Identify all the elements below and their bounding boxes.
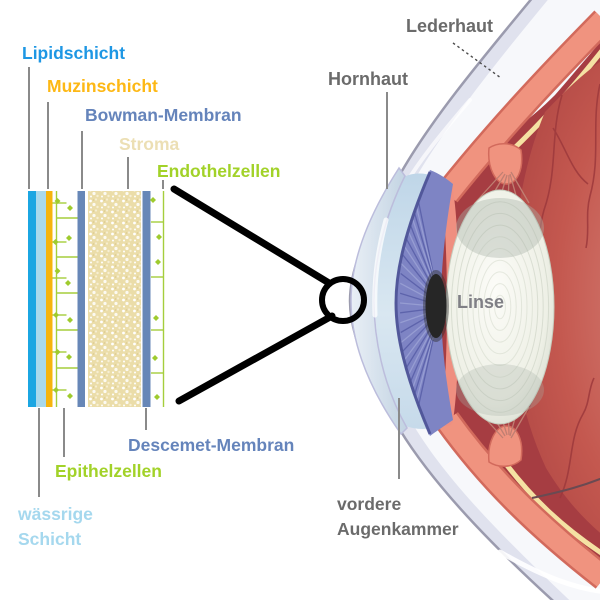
eye-illustration: [348, 0, 600, 600]
iris-shape: [394, 170, 453, 436]
label-lipidschicht: Lipidschicht: [22, 43, 126, 63]
magnifier-indicator: [170, 185, 367, 405]
leader-lines: [28, 67, 400, 497]
label-epithelzellen: Epithelzellen: [55, 461, 162, 481]
epithelium-cells: [52, 191, 78, 407]
label-hornhaut: Hornhaut: [328, 69, 408, 89]
aqueous-layer-stripe: [36, 191, 46, 407]
lens-shape: [445, 189, 555, 425]
descemet-membrane-stripe: [142, 191, 151, 407]
lederhaut-leader-line: [452, 42, 502, 79]
label-linse: Linse: [457, 292, 505, 312]
stroma-region: [88, 191, 141, 407]
label-stroma: Stroma: [119, 134, 180, 154]
magnifier-circle: [319, 276, 367, 324]
vitreous-shape: [511, 61, 600, 533]
pupil-shape: [423, 270, 449, 342]
anterior-chamber-shape: [375, 173, 432, 429]
label-waessrige-schicht: wässrige Schicht: [18, 504, 93, 550]
label-endothelzellen: Endothelzellen: [157, 161, 281, 181]
choroid-shape: [436, 10, 600, 589]
endothelium-nuclei: [150, 197, 162, 400]
label-vordere-augenkammer: vordere Augenkammer: [337, 494, 459, 540]
bowman-membrane-stripe: [77, 191, 85, 407]
cornea-shape: [350, 166, 408, 436]
label-muzinschicht: Muzinschicht: [47, 76, 158, 96]
epithelium-nuclei: [52, 198, 73, 399]
cornea-layer-bar: [28, 191, 165, 407]
mucin-layer-stripe: [46, 191, 53, 407]
label-bowman-membran: Bowman-Membran: [85, 105, 242, 125]
endothelium-cells: [151, 191, 165, 407]
label-lederhaut: Lederhaut: [406, 16, 494, 36]
label-descemet-membran: Descemet-Membran: [128, 435, 295, 455]
lipid-layer-stripe: [28, 191, 36, 407]
